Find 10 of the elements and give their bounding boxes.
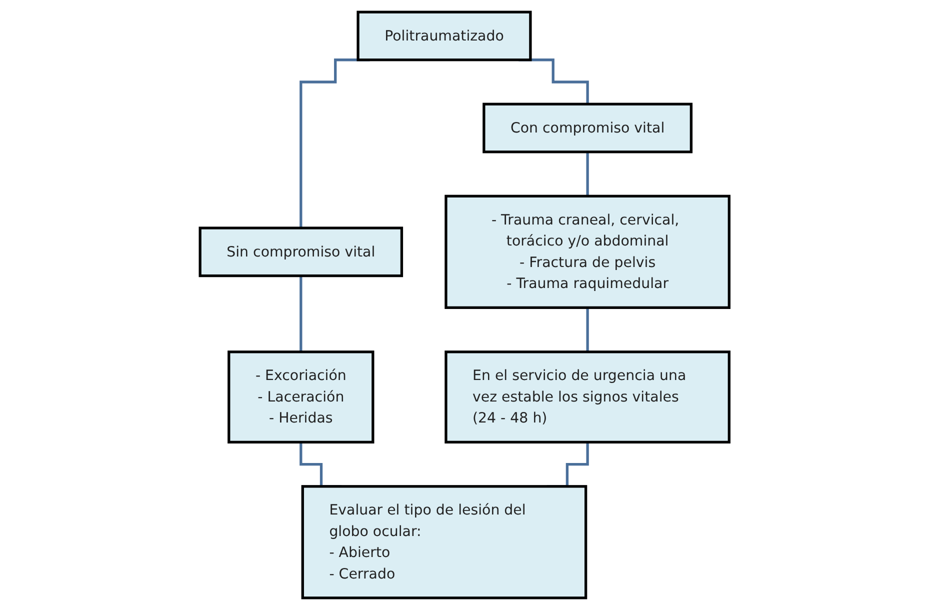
- node-box: Politraumatizado: [357, 10, 532, 62]
- node-box: Sin compromiso vital: [199, 226, 404, 278]
- connector: [300, 274, 303, 354]
- node-box: - Trauma craneal, cervical, torácico y/o abdominal - Fractura de pelvis - Trauma raquimedular: [445, 194, 731, 309]
- connector: [586, 150, 590, 198]
- connector: [586, 306, 590, 354]
- node-box: Con compromiso vital: [482, 102, 693, 154]
- node-box: - Excoriación - Laceración - Heridas: [228, 350, 375, 444]
- node-box: En el servicio de urgencia una vez estable los signos vitales (24 - 48 h): [445, 350, 731, 444]
- node-box: Evaluar el tipo de lesión del globo ocular: - Abierto - Cerrado: [302, 485, 588, 600]
